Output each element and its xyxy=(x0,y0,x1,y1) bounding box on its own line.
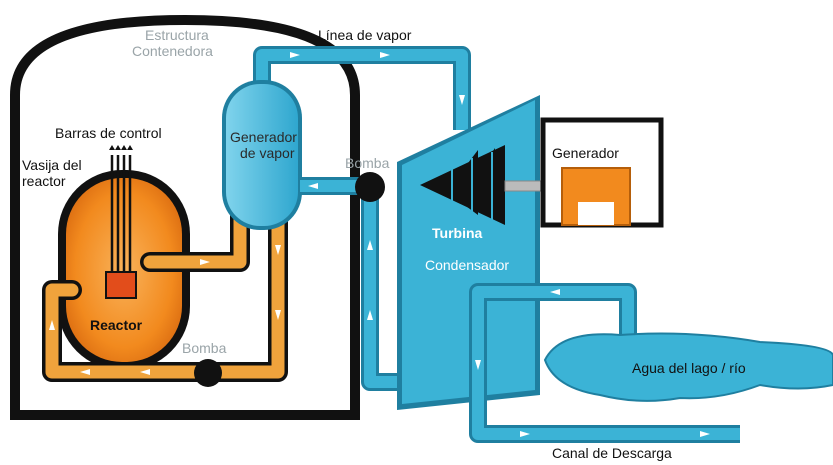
condenser-building xyxy=(397,95,540,410)
containment-structure xyxy=(10,14,360,420)
label-steam-line: Línea de vapor xyxy=(318,27,412,43)
pump-top xyxy=(355,172,385,202)
label-pump-bottom: Bomba xyxy=(182,340,227,356)
label-control-rods: Barras de control xyxy=(55,125,162,141)
cooling-water-pipe xyxy=(469,283,740,443)
label-structure-1: Estructura xyxy=(145,27,209,43)
label-reactor-vessel-2: reactor xyxy=(22,173,66,189)
label-pump-top: Bomba xyxy=(345,155,390,171)
label-steam-generator-2: de vapor xyxy=(240,145,295,161)
label-reactor-vessel-1: Vasija del xyxy=(22,157,82,173)
label-steam-generator-1: Generador xyxy=(230,129,297,145)
label-condenser: Condensador xyxy=(425,257,509,273)
lake xyxy=(543,332,833,402)
steam-generator xyxy=(222,80,302,230)
label-structure-2: Contenedora xyxy=(132,43,213,59)
label-lake-water: Agua del lago / río xyxy=(632,360,746,376)
steam-line xyxy=(253,46,471,130)
pump-bottom xyxy=(194,359,222,387)
generator-unit xyxy=(561,167,631,226)
label-turbine: Turbina xyxy=(432,225,483,241)
feedwater-line xyxy=(300,177,420,391)
reactor-core xyxy=(105,271,137,299)
control-rods xyxy=(110,155,132,275)
label-reactor: Reactor xyxy=(90,317,143,333)
label-generator: Generador xyxy=(552,145,619,161)
label-discharge-channel: Canal de Descarga xyxy=(552,445,672,461)
